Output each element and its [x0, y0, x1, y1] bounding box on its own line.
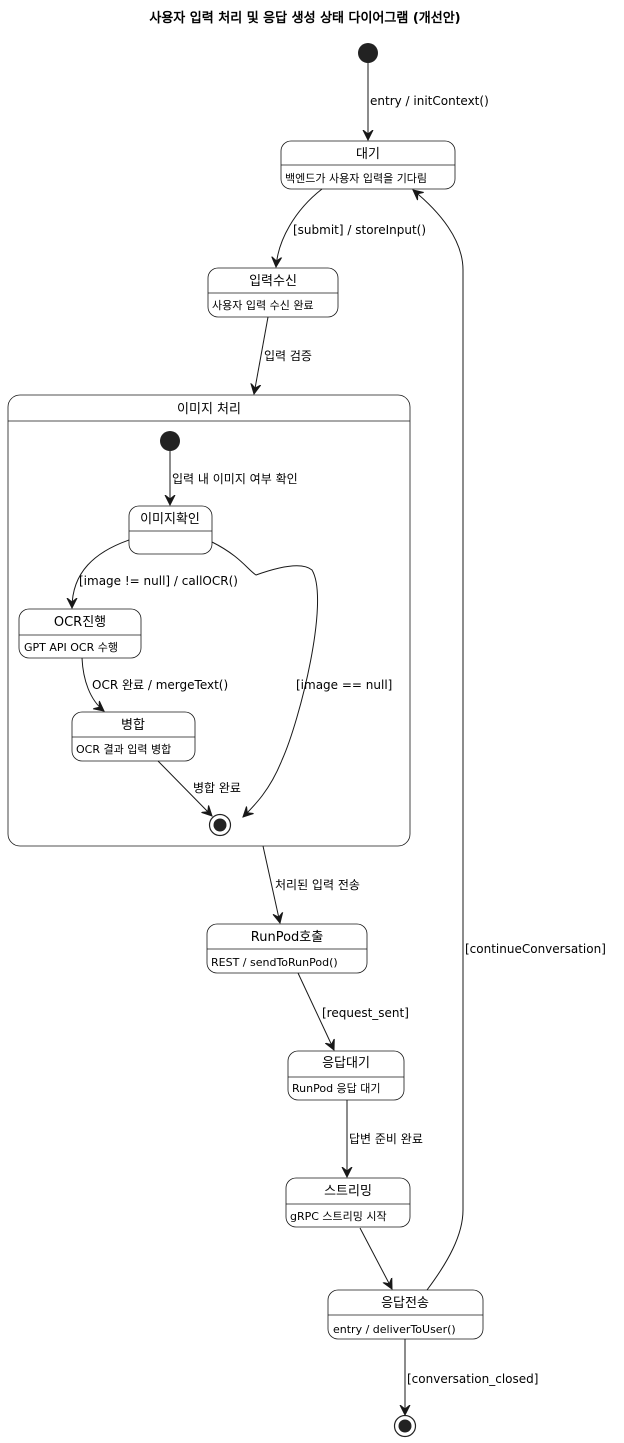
state-runpod-call-name: RunPod호출 [251, 930, 323, 945]
label-await-to-streaming: 답변 준비 완료 [349, 1132, 423, 1146]
state-input-received-desc: 사용자 입력 수신 완료 [212, 299, 314, 312]
edge-check-to-ocr [72, 539, 130, 608]
initial-state [358, 43, 378, 63]
state-waiting-desc: 백엔드가 사용자 입력을 기다림 [285, 172, 427, 185]
state-streaming-name: 스트리밍 [324, 1184, 372, 1199]
label-runpod-to-await: [request_sent] [322, 1006, 409, 1020]
state-ocr-desc: GPT API OCR 수행 [24, 641, 118, 654]
state-streaming-desc: gRPC 스트리밍 시작 [290, 1210, 387, 1223]
inner-final-state [208, 813, 232, 837]
final-state [393, 1414, 417, 1438]
state-await-response-desc: RunPod 응답 대기 [292, 1082, 381, 1095]
label-ocr-to-merge: OCR 완료 / mergeText() [92, 678, 228, 692]
edge-check-to-end [211, 541, 319, 817]
state-ocr-name: OCR진행 [54, 614, 106, 630]
state-await-response-box [287, 1050, 405, 1101]
state-runpod-call-box [206, 923, 368, 974]
state-runpod-call-desc: REST / sendToRunPod() [211, 956, 338, 969]
state-merge-box [71, 711, 196, 762]
final-state-dot [398, 1419, 412, 1433]
edge-send-to-waiting [413, 190, 464, 1291]
inner-initial-state [160, 431, 180, 451]
label-send-to-waiting: [continueConversation] [465, 942, 606, 956]
state-merge-desc: OCR 결과 입력 병합 [76, 743, 171, 756]
state-image-check-name: 이미지확인 [140, 512, 200, 527]
label-start-to-waiting: entry / initContext() [370, 94, 489, 108]
state-runpod-call[interactable]: RunPod호출 REST / sendToRunPod() [206, 923, 368, 974]
edge-merge-to-end [157, 760, 212, 816]
edge-image-to-runpod [262, 845, 280, 923]
state-merge-name: 병합 [121, 718, 145, 733]
diagram-title: 사용자 입력 처리 및 응답 생성 상태 다이어그램 (개선안) [149, 10, 460, 26]
state-await-response[interactable]: 응답대기 RunPod 응답 대기 [287, 1050, 405, 1101]
state-input-received[interactable]: 입력수신 사용자 입력 수신 완료 [207, 267, 339, 318]
state-merge[interactable]: 병합 OCR 결과 입력 병합 [71, 711, 196, 762]
state-streaming[interactable]: 스트리밍 gRPC 스트리밍 시작 [285, 1177, 411, 1228]
label-send-to-end: [conversation_closed] [407, 1372, 538, 1386]
state-send-response[interactable]: 응답전송 entry / deliverToUser() [327, 1289, 484, 1340]
edge-runpod-to-await [297, 972, 334, 1050]
inner-final-state-dot [213, 818, 227, 832]
label-waiting-to-input: [submit] / storeInput() [293, 223, 426, 237]
state-send-response-name: 응답전송 [381, 1296, 429, 1311]
edge-waiting-to-input [276, 188, 323, 267]
state-ocr-box [18, 608, 142, 659]
label-merge-to-end: 병합 완료 [193, 781, 241, 795]
label-check-to-ocr: [image != null] / callOCR() [79, 574, 238, 588]
label-inner-start-to-check: 입력 내 이미지 여부 확인 [172, 472, 298, 486]
label-image-to-runpod: 처리된 입력 전송 [275, 878, 360, 892]
label-check-to-end: [image == null] [296, 678, 392, 692]
edge-streaming-to-send [359, 1227, 392, 1289]
state-image-check-box [128, 505, 213, 555]
state-input-received-name: 입력수신 [249, 274, 297, 289]
label-input-to-image: 입력 검증 [264, 349, 312, 363]
state-waiting-name: 대기 [356, 147, 380, 162]
edge-input-to-image [254, 316, 269, 394]
state-streaming-box [285, 1177, 411, 1228]
state-image-processing-name: 이미지 처리 [177, 402, 241, 417]
state-waiting[interactable]: 대기 백엔드가 사용자 입력을 기다림 [280, 140, 456, 190]
state-await-response-name: 응답대기 [322, 1056, 370, 1071]
state-send-response-desc: entry / deliverToUser() [333, 1323, 456, 1336]
state-image-check[interactable]: 이미지확인 [128, 505, 213, 555]
state-ocr[interactable]: OCR진행 GPT API OCR 수행 [18, 608, 142, 659]
state-input-received-box [207, 267, 339, 318]
edge-ocr-to-merge [81, 657, 104, 711]
